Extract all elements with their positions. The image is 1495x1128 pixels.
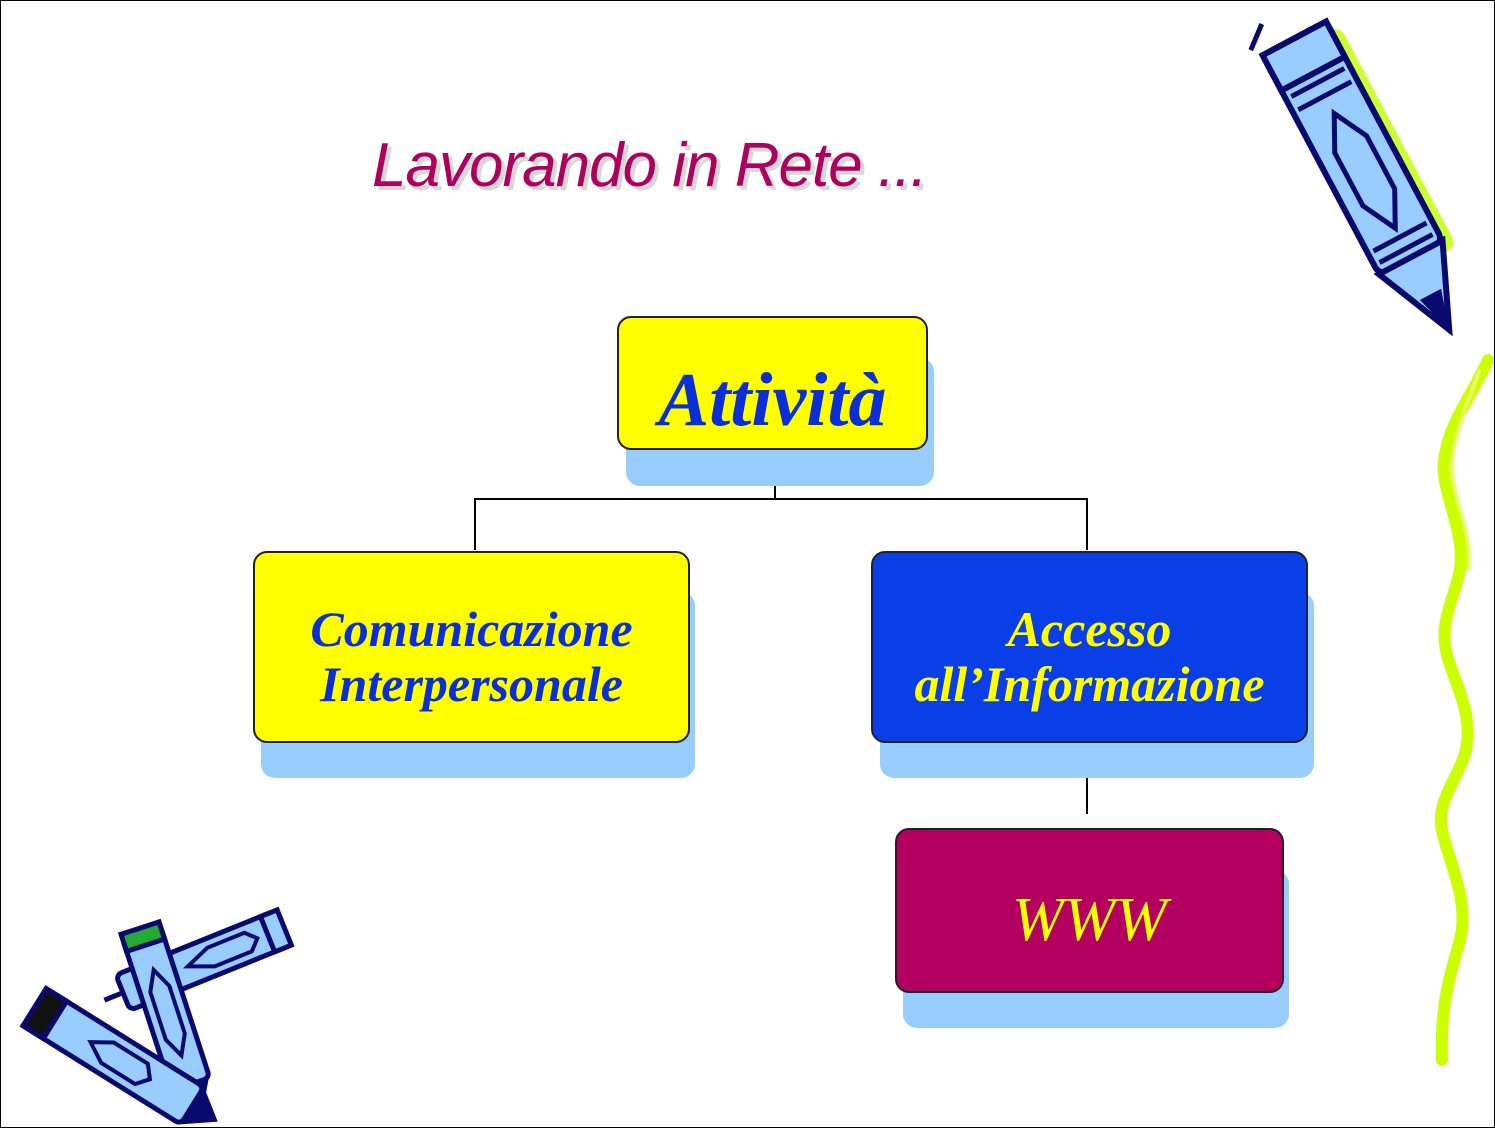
right-box-line1: Accesso — [1007, 601, 1172, 657]
connector-www — [1086, 758, 1088, 814]
child-box-label: WWW — [1012, 886, 1167, 955]
left-box: Comunicazione Interpersonale — [253, 551, 690, 743]
right-box: Accesso all’Informazione — [871, 551, 1308, 743]
pencils-icon — [19, 906, 295, 1125]
connector-left-down — [474, 498, 476, 550]
pen-icon — [1248, 17, 1454, 337]
left-box-line2: Interpersonale — [320, 656, 623, 712]
slide-title: Lavorando in Rete ... — [372, 131, 928, 200]
root-box-label: Attività — [658, 358, 887, 443]
squiggle-decoration — [1435, 354, 1494, 1066]
child-box: WWW — [895, 828, 1284, 993]
connector-horizontal — [474, 498, 1088, 500]
left-box-line1: Comunicazione — [310, 601, 633, 657]
connector-right-down — [1086, 498, 1088, 550]
right-box-line2: all’Informazione — [914, 656, 1265, 712]
root-box: Attività — [617, 316, 928, 450]
